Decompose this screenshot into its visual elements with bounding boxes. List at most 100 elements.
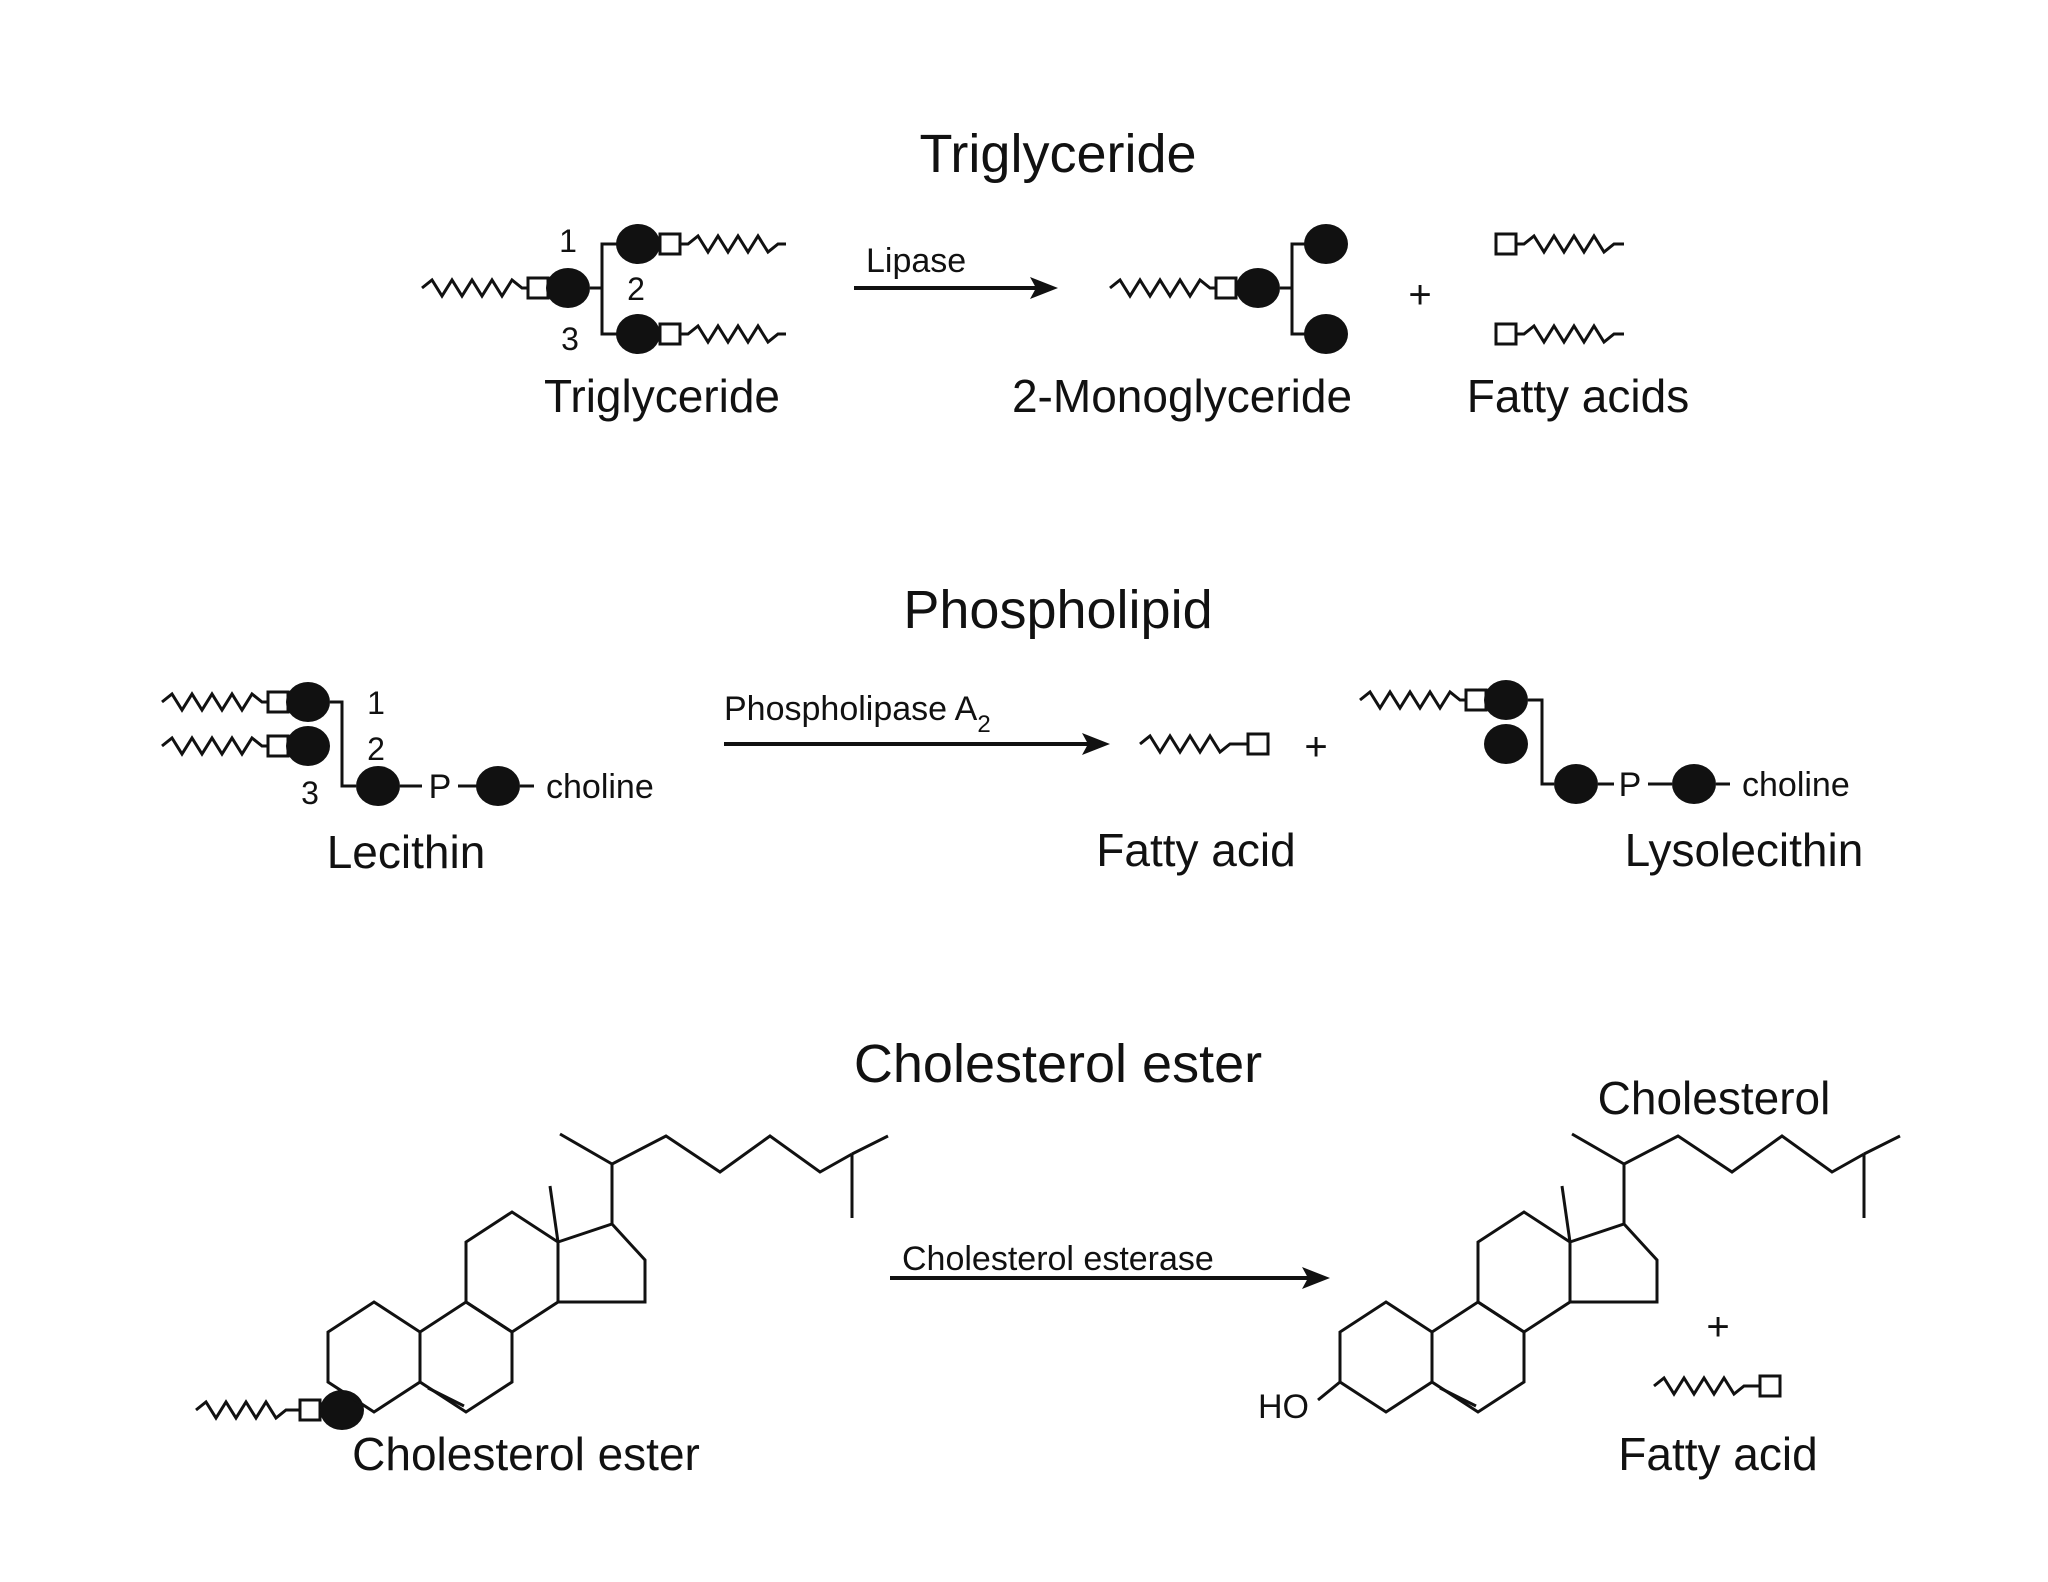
carboxyl-group xyxy=(1494,232,1518,256)
monoglyceride-label: 2-Monoglyceride xyxy=(1012,370,1352,422)
double-bond xyxy=(1439,1386,1477,1408)
lipase-arrow xyxy=(854,277,1058,299)
cholesterol-label: Cholesterol xyxy=(1598,1072,1831,1124)
fatty-acid-chain xyxy=(1653,1375,1760,1397)
glycerol-carbon xyxy=(1554,764,1598,804)
glycerol-carbon xyxy=(1484,680,1528,720)
position-number: 1 xyxy=(559,223,577,259)
monoglyceride-molecule xyxy=(1109,224,1348,354)
glycerol-carbon xyxy=(356,766,400,806)
fatty-acid-chain xyxy=(1516,233,1624,255)
glycerol-carbon xyxy=(1236,268,1280,308)
choline-group xyxy=(1672,764,1716,804)
methyl-group xyxy=(548,1185,560,1243)
hydroxyl-label: HO xyxy=(1258,1388,1309,1426)
ester-bond xyxy=(1464,688,1488,712)
steroid-skeleton xyxy=(1317,1132,1901,1414)
side-chain xyxy=(1622,1134,1865,1224)
lysolecithin-label: Lysolecithin xyxy=(1625,824,1864,876)
fatty-acid-chain xyxy=(421,277,528,299)
plus-sign: + xyxy=(1706,1305,1729,1349)
fatty-acid-chain xyxy=(1109,277,1216,299)
glycerol-carbon xyxy=(616,314,660,354)
ring-b xyxy=(1430,1300,1526,1414)
hydroxyl-bond xyxy=(1317,1380,1341,1402)
fatty-acid-label: Fatty acid xyxy=(1096,824,1295,876)
phospholipid-section: Phospholipid P choline 1 2 3 Lecithin xyxy=(161,580,1864,878)
side-chain xyxy=(610,1134,853,1224)
glycerol-carbon xyxy=(286,682,330,722)
carboxyl-group xyxy=(1494,322,1518,346)
cholesterol-molecule xyxy=(1317,1132,1901,1414)
position-number: 2 xyxy=(627,271,645,307)
triglyceride-section: Triglyceride 1 2 3 Triglyceride Lipase xyxy=(421,124,1689,422)
lipase-label: Lipase xyxy=(866,242,966,280)
ring-d xyxy=(556,1222,647,1304)
ester-bond xyxy=(266,734,290,758)
glycerol-carbon xyxy=(616,224,660,264)
fatty-acid-chain xyxy=(195,1399,300,1421)
triglyceride-label: Triglyceride xyxy=(544,370,780,422)
fatty-acid-chain xyxy=(161,691,268,713)
cholesterol-ester-label: Cholesterol ester xyxy=(352,1428,700,1480)
ester-bond xyxy=(298,1398,322,1422)
glycerol-backbone xyxy=(600,242,618,336)
fatty-acid-chain xyxy=(680,323,786,345)
lysolecithin-molecule: P choline xyxy=(1359,680,1850,804)
ester-bond xyxy=(658,322,682,346)
phospholipid-title: Phospholipid xyxy=(903,580,1212,640)
plus-sign: + xyxy=(1408,273,1431,317)
plus-sign: + xyxy=(1304,725,1327,769)
glycerol-carbon xyxy=(1304,224,1348,264)
glycerol-carbon xyxy=(286,726,330,766)
cholesterol-ester-molecule xyxy=(195,1132,889,1430)
glycerol-backbone xyxy=(1290,242,1308,336)
ester-bond xyxy=(526,276,550,300)
glycerol-carbon xyxy=(1304,314,1348,354)
choline-label: choline xyxy=(1742,766,1850,804)
side-chain xyxy=(851,1134,889,1156)
ester-bond xyxy=(658,232,682,256)
phospholipase-arrow xyxy=(724,733,1110,755)
fatty-acids-label: Fatty acids xyxy=(1467,370,1689,422)
fatty-acid-chain xyxy=(1139,733,1248,755)
double-bond xyxy=(427,1386,465,1408)
glycerol-backbone xyxy=(330,700,356,788)
fatty-acids-molecule xyxy=(1494,232,1624,346)
glycerol-backbone xyxy=(1528,698,1554,786)
position-number: 3 xyxy=(561,321,579,357)
ester-bond xyxy=(1214,276,1238,300)
ring-c xyxy=(464,1210,560,1334)
carboxyl-group xyxy=(1246,732,1270,756)
carboxyl-group xyxy=(1758,1374,1782,1398)
position-number: 1 xyxy=(367,685,385,721)
position-number: 2 xyxy=(367,731,385,767)
triglyceride-molecule: 1 2 3 xyxy=(421,223,786,357)
fatty-acid-chain xyxy=(1516,323,1624,345)
glycerol-carbon xyxy=(1484,724,1528,764)
ring-b xyxy=(418,1300,514,1414)
phospholipase-label: Phospholipase A2 xyxy=(724,690,991,738)
position-number: 3 xyxy=(301,775,319,811)
fatty-acid-chain xyxy=(1359,689,1466,711)
ring-d xyxy=(1568,1222,1659,1304)
lecithin-molecule: P choline 1 2 3 xyxy=(161,682,654,811)
ester-bond xyxy=(266,690,290,714)
fatty-acid-label: Fatty acid xyxy=(1618,1428,1817,1480)
cholesterol-esterase-label: Cholesterol esterase xyxy=(902,1240,1214,1278)
fatty-acid-molecule xyxy=(1653,1374,1782,1398)
lecithin-label: Lecithin xyxy=(327,826,486,878)
cholesterol-esterase-arrow xyxy=(890,1267,1330,1289)
phosphate-label: P xyxy=(429,768,452,806)
ring-a xyxy=(1338,1300,1434,1414)
choline-group xyxy=(476,766,520,806)
steroid-skeleton xyxy=(326,1132,889,1414)
side-chain xyxy=(1571,1132,1625,1166)
glycerol-carbon xyxy=(546,268,590,308)
ring-c xyxy=(1476,1210,1572,1334)
cholesterol-section: Cholesterol ester Cholesterol ester xyxy=(195,1034,1901,1480)
side-chain xyxy=(559,1132,613,1166)
phosphate-label: P xyxy=(1619,766,1642,804)
choline-label: choline xyxy=(546,768,654,806)
